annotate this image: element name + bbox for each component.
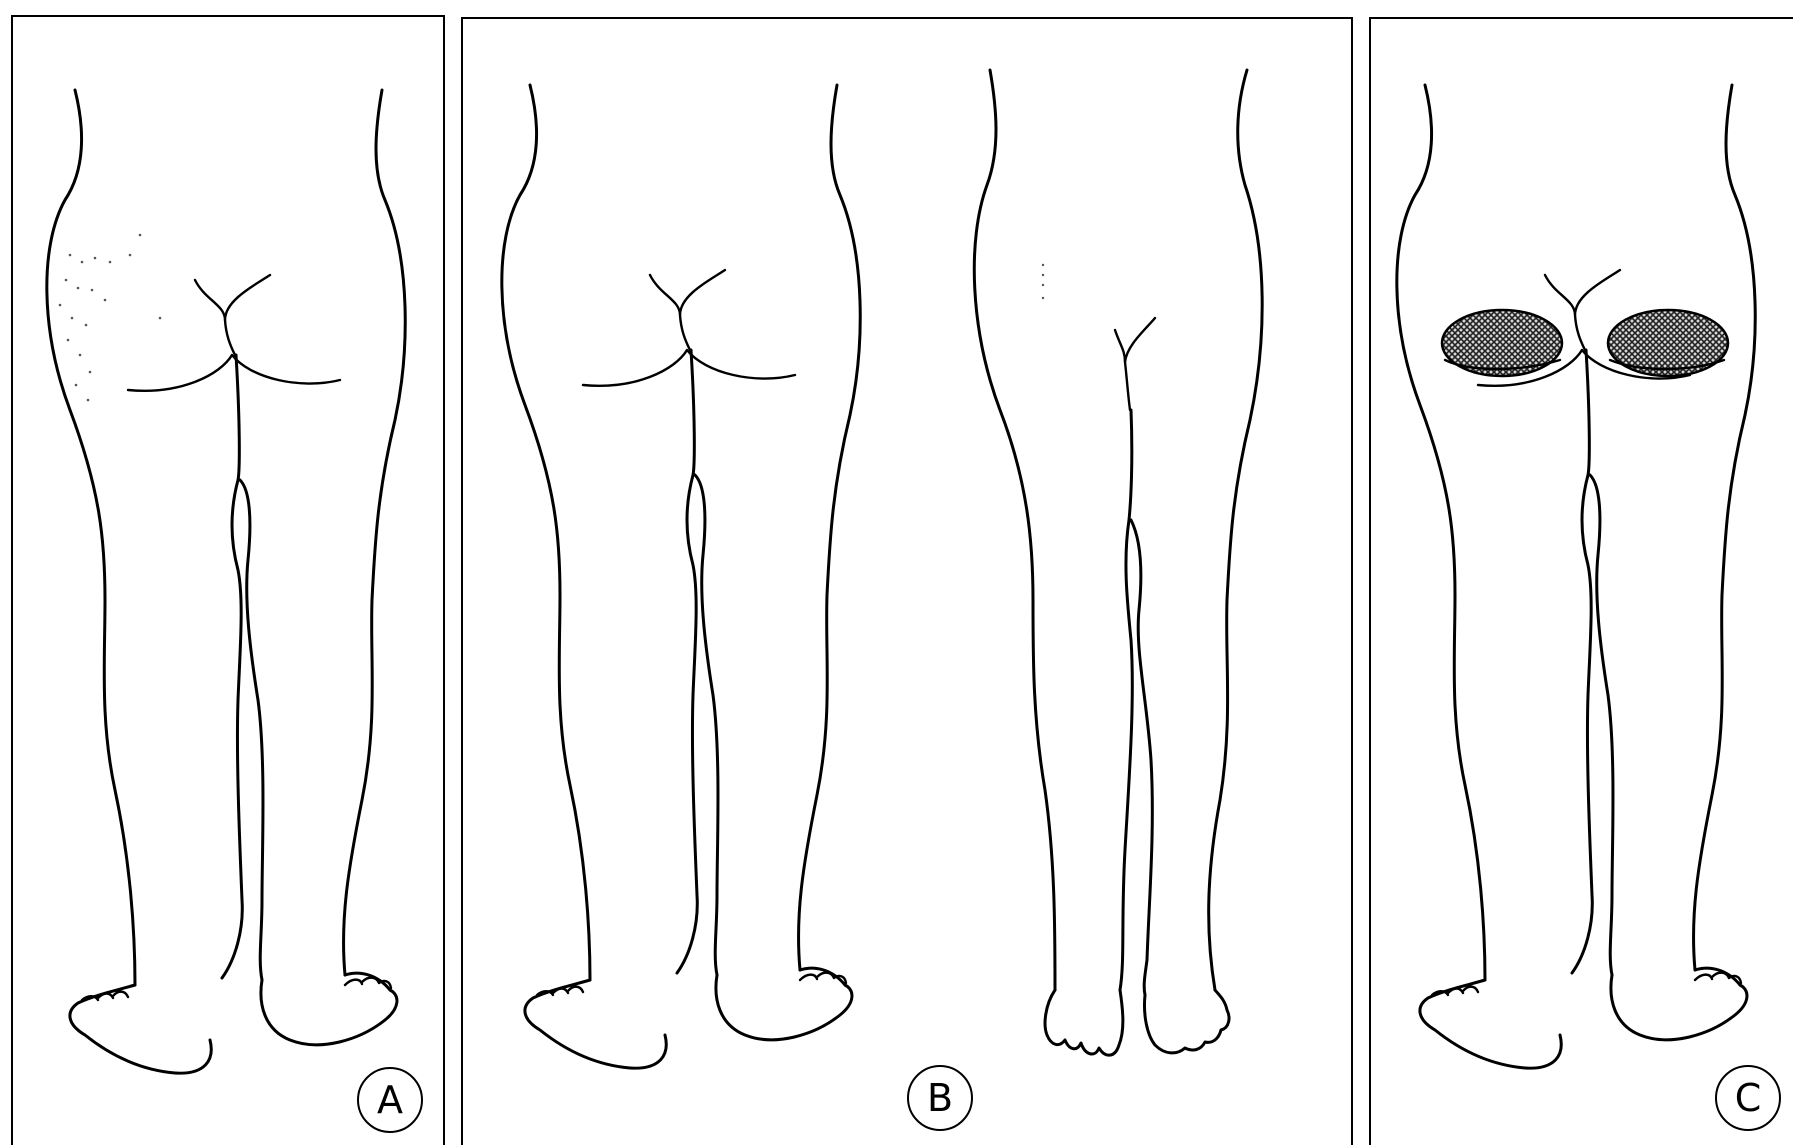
panel-a: A xyxy=(12,16,444,1145)
panel-b-body-outline-right xyxy=(974,70,1262,1055)
svg-text:C: C xyxy=(1735,1076,1762,1120)
panel-c: C xyxy=(1370,18,1793,1145)
panel-b: B xyxy=(462,18,1352,1145)
svg-text:B: B xyxy=(927,1076,953,1120)
panel-a-label: A xyxy=(358,1068,422,1132)
panel-b-stipple xyxy=(1042,264,1044,299)
panel-b-frame xyxy=(462,18,1352,1145)
panel-a-stipple xyxy=(59,234,162,402)
panel-b-body-outline-left xyxy=(502,85,860,1068)
panel-c-label: C xyxy=(1716,1066,1780,1130)
svg-text:A: A xyxy=(377,1078,403,1122)
panel-c-body-outline xyxy=(1397,85,1755,1068)
panel-b-label: B xyxy=(908,1066,972,1130)
panel-a-body-outline xyxy=(47,90,405,1073)
